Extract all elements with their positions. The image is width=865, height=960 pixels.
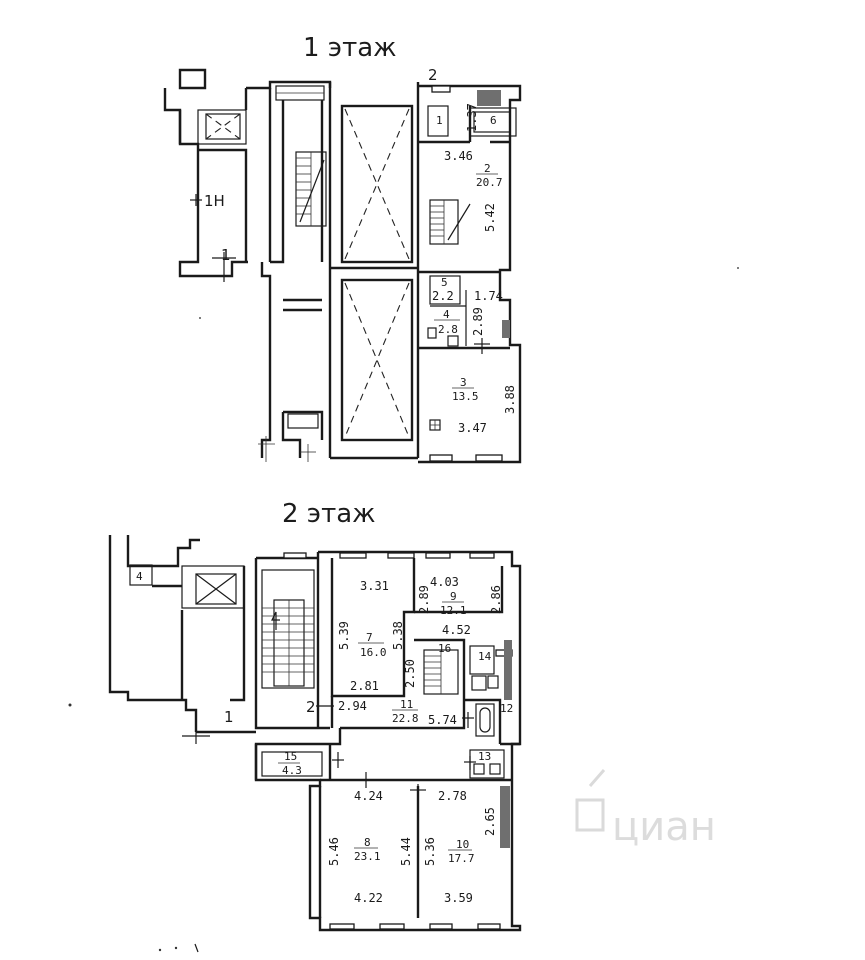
floor-2-room-11-area: 22.8	[392, 712, 419, 725]
floor-2-dim-4-22: 4.22	[354, 891, 383, 905]
scan-specks	[68, 267, 739, 953]
watermark-logo-icon	[575, 798, 605, 832]
floor-2-dim-3-59: 3.59	[444, 891, 473, 905]
floor-1-room-3-area: 13.5	[452, 390, 479, 403]
floor-1-stair-left	[296, 152, 325, 226]
floor-1-plan: 1 этаж 1Н 1	[163, 33, 522, 464]
floor-2-apartment: 3.31 5.39 5.38 7 16.0 2.81 4.03 2.89 9 1…	[254, 550, 522, 932]
floor-1-room-4-area: 2.8	[438, 323, 458, 336]
floor-1-title: 1 этаж	[303, 33, 397, 63]
floor-2-room-8-area: 23.1	[354, 850, 381, 863]
floor-2-dim-4-03: 4.03	[430, 575, 459, 589]
floor-1-dim-3-47: 3.47	[458, 421, 487, 435]
floor-2-dim-4-24: 4.24	[354, 789, 383, 803]
floor-1-dim-2-89: 2.89	[471, 307, 485, 336]
watermark-text: циан	[612, 804, 716, 850]
floor-1-dim-3-46: 3.46	[444, 149, 473, 163]
floor-1-dim-1-37: 1.37	[465, 103, 479, 132]
floor-1-light-wells	[328, 82, 420, 460]
floor-1-room-2-area: 20.7	[476, 176, 503, 189]
floor-2-room-9-area: 12.1	[440, 604, 467, 617]
floor-2-stairwell: 2	[254, 556, 334, 730]
floor-2-room-8: 8	[364, 836, 371, 849]
floor-2-room-10-area: 17.7	[448, 852, 475, 865]
floor-2-plan: 2 этаж 4 1	[68, 267, 739, 953]
floor-1-room-4: 4	[443, 308, 450, 321]
floor-1-room-3: 3	[460, 376, 467, 389]
floor-2-dim-5-44: 5.44	[399, 837, 413, 866]
floor-2-room-11: 11	[400, 698, 413, 711]
floor-2-room-2: 2	[306, 698, 316, 716]
floor-1-center-block	[246, 80, 332, 462]
floor-2-room-1: 1	[224, 708, 234, 726]
floor-1-room-1: 1	[221, 246, 231, 264]
floor-1-room-1-top: 1	[436, 114, 443, 127]
floor-1-dim-3-88: 3.88	[503, 385, 517, 414]
floor-1-dim-5-42: 5.42	[483, 203, 497, 232]
floor-2-dim-2-50: 2.50	[403, 659, 417, 688]
floor-2-dim-2-86: 2.86	[489, 585, 503, 614]
floor-1-dim-1-74: 1.74	[474, 289, 503, 303]
watermark: циан	[575, 769, 716, 850]
floor-1-room-2: 2	[484, 162, 491, 175]
floor-2-dim-3-31: 3.31	[360, 579, 389, 593]
floor-2-dim-4-52: 4.52	[442, 623, 471, 637]
floor-2-dim-2-78: 2.78	[438, 789, 467, 803]
floor-1-apartment: 2 1 6 1.37 3.46 2 20.7 5.42 5 2.2	[418, 66, 522, 464]
floor-2-room-10: 10	[456, 838, 469, 851]
floor-2-dim-2-94: 2.94	[338, 699, 367, 713]
floor-2-left-wing: 4 1	[108, 535, 256, 744]
floor-2-title: 2 этаж	[282, 499, 376, 529]
floor-2-room-15: 15	[284, 750, 297, 763]
floor-2-room-15-area: 4.3	[282, 764, 302, 777]
floor-1-left-wing: 1Н 1	[163, 68, 248, 282]
floor-2-room-13: 13	[478, 750, 491, 763]
floor-1-room-5: 5	[441, 276, 448, 289]
floor-2-room-14: 14	[478, 650, 492, 663]
floor-2-dim-2-81: 2.81	[350, 679, 379, 693]
floor-2-dim-2-89: 2.89	[417, 585, 431, 614]
floor-1-room-1N: 1Н	[204, 192, 225, 210]
floor-2-room-12: 12	[500, 702, 513, 715]
floor-2-dim-5-38: 5.38	[391, 621, 405, 650]
floor-2-dim-5-36: 5.36	[423, 837, 437, 866]
floor-2-dim-5-46: 5.46	[327, 837, 341, 866]
floor-2-room-16: 16	[438, 642, 451, 655]
floor-2-room-4: 4	[136, 570, 143, 583]
floor-1-dim-2-2: 2.2	[432, 289, 454, 303]
floor-2-dim-2-65: 2.65	[483, 807, 497, 836]
floor-2-room-9: 9	[450, 590, 457, 603]
floor-1-room-6: 6	[490, 114, 497, 127]
floor-2-dim-5-39: 5.39	[337, 621, 351, 650]
floor-2-dim-5-74: 5.74	[428, 713, 457, 727]
floor-2-room-7-area: 16.0	[360, 646, 387, 659]
floor-2-room-7: 7	[366, 631, 373, 644]
floor-1-room-2-top: 2	[428, 66, 438, 84]
